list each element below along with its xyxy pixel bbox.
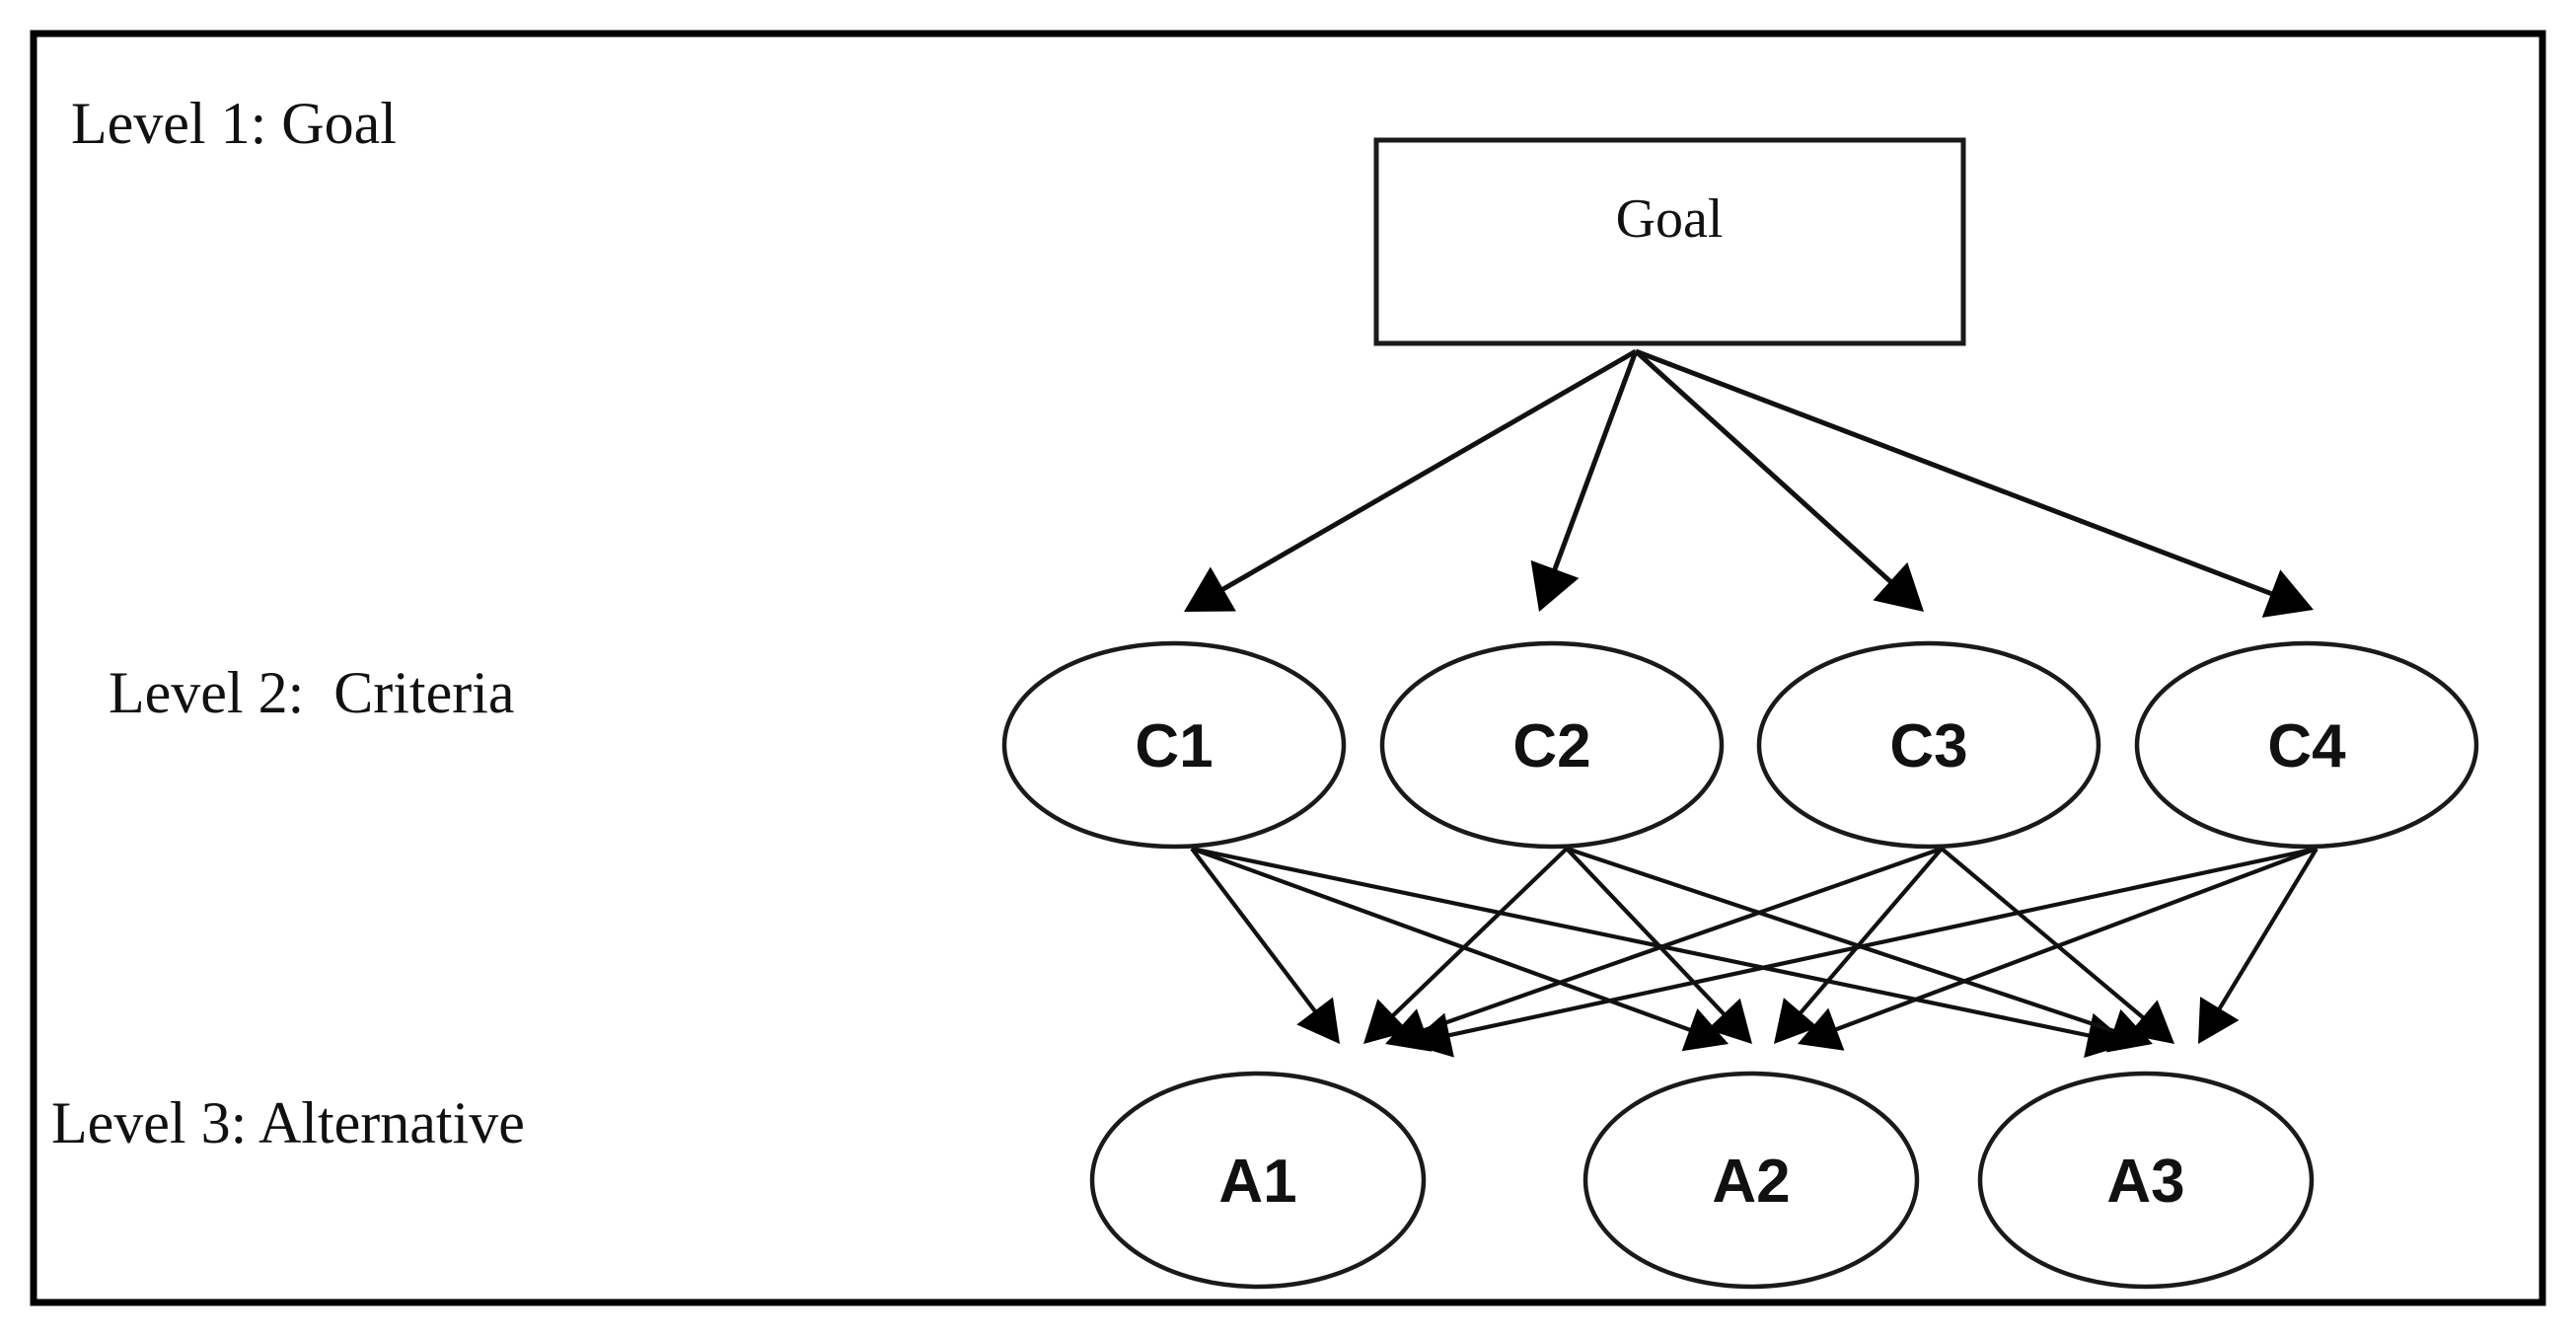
node-goal[interactable]: Goal <box>1373 137 1966 346</box>
node-a2[interactable]: A2 <box>1582 1071 1920 1290</box>
edge-goal-to-c4 <box>1635 348 2283 601</box>
c4-label: C4 <box>2267 712 2346 780</box>
node-c3[interactable]: C3 <box>1756 640 2101 850</box>
edge-c3-to-a1 <box>1412 847 1943 1037</box>
arrowhead-goal-to-c3 <box>1873 561 1924 612</box>
edge-c1-to-a3 <box>1191 846 2101 1041</box>
level-1-label: Level 1: Goal <box>71 91 397 156</box>
edge-c4-to-a3 <box>2211 847 2318 1020</box>
node-c1[interactable]: C1 <box>1001 640 1347 850</box>
edge-goal-to-c1 <box>1212 348 1638 597</box>
arrowhead-c2-to-a3 <box>2105 1008 2153 1053</box>
arrowhead-c4-to-a2 <box>1798 1007 1845 1051</box>
edge-goal-to-c3 <box>1634 349 1901 591</box>
arrowhead-c1-to-a2 <box>1681 1008 1729 1052</box>
diagram-frame <box>30 30 2546 1306</box>
level-2-label: Level 2: Criteria <box>109 660 515 725</box>
alternative-nodes: A1 A2 A3 <box>1089 1071 2315 1290</box>
edge-c4-to-a2 <box>1823 847 2318 1036</box>
a3-label: A3 <box>2106 1148 2184 1216</box>
a2-ellipse[interactable] <box>1582 1071 1920 1290</box>
goal-label: Goal <box>1616 188 1724 250</box>
edge-c4-to-a1 <box>1436 846 2318 1040</box>
arrowhead-goal-to-c2 <box>1530 559 1580 612</box>
node-c2[interactable]: C2 <box>1379 640 1725 850</box>
edge-c2-to-a1 <box>1382 847 1569 1026</box>
level-3-label: Level 3: Alternative <box>51 1090 525 1155</box>
c3-label: C3 <box>1889 712 1967 780</box>
a2-label: A2 <box>1712 1148 1790 1216</box>
node-a1[interactable]: A1 <box>1089 1071 1427 1290</box>
arrowhead-c3-to-a2 <box>1774 998 1818 1044</box>
edge-c2-to-a2 <box>1565 847 1734 1025</box>
arrowhead-c3-to-a3 <box>2128 1000 2174 1044</box>
edges-criteria-to-alternatives <box>1190 846 2318 1058</box>
goal-box[interactable] <box>1373 137 1966 346</box>
edge-goal-to-c2 <box>1548 350 1639 581</box>
c1-ellipse[interactable] <box>1001 640 1347 850</box>
c4-ellipse[interactable] <box>2134 640 2479 850</box>
criteria-nodes: C1 C2 C3 C4 <box>1001 640 2479 850</box>
arrowhead-goal-to-c4 <box>2261 569 2314 618</box>
c3-ellipse[interactable] <box>1756 640 2101 850</box>
node-a3[interactable]: A3 <box>1977 1071 2315 1290</box>
edge-c3-to-a3 <box>1940 847 2154 1027</box>
c1-label: C1 <box>1135 712 1213 780</box>
a1-ellipse[interactable] <box>1089 1071 1427 1290</box>
edge-c3-to-a2 <box>1791 847 1944 1024</box>
arrowhead-c1-to-a1 <box>1296 997 1340 1044</box>
a1-label: A1 <box>1218 1148 1296 1216</box>
c2-ellipse[interactable] <box>1379 640 1725 850</box>
edge-c1-to-a2 <box>1191 847 1703 1036</box>
node-c4[interactable]: C4 <box>2134 640 2479 850</box>
arrowhead-goal-to-c1 <box>1184 566 1236 612</box>
c2-label: C2 <box>1512 712 1590 780</box>
arrowhead-c2-to-a2 <box>1707 998 1752 1044</box>
arrowhead-c4-to-a3 <box>2198 997 2240 1044</box>
edges-goal-to-criteria <box>1184 348 2314 618</box>
edge-c1-to-a1 <box>1190 847 1324 1022</box>
arrowhead-c4-to-a1 <box>1409 1012 1454 1058</box>
a3-ellipse[interactable] <box>1977 1071 2315 1290</box>
edge-c2-to-a3 <box>1566 847 2126 1037</box>
